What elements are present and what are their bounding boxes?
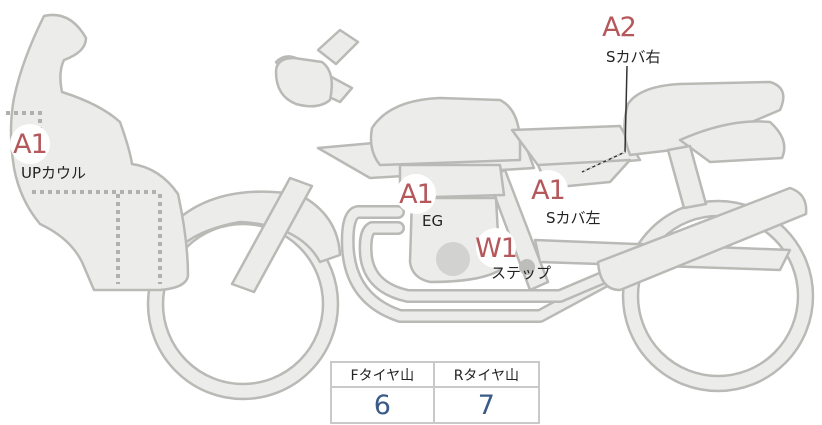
front-tire-header: Fタイヤ山 bbox=[330, 361, 435, 388]
rear-tire-value: 7 bbox=[432, 386, 541, 424]
handle-grip bbox=[316, 28, 360, 66]
step-peg bbox=[519, 259, 535, 275]
marker-label-step: ステップ bbox=[491, 264, 552, 282]
headlight bbox=[274, 56, 333, 108]
rear-shock bbox=[666, 144, 708, 210]
tire-table-header-row: Fタイヤ山 Rタイヤ山 bbox=[330, 361, 541, 388]
front-fork bbox=[230, 176, 314, 294]
marker-badge-engine: A1 bbox=[396, 174, 436, 214]
marker-label-side-cover-left: Sカバ左 bbox=[546, 209, 601, 227]
marker-label-engine: EG bbox=[422, 212, 444, 230]
tail-cowl bbox=[678, 120, 786, 164]
seat-base bbox=[510, 124, 642, 170]
engine-cover bbox=[436, 242, 470, 276]
marker-badge-side-cover-right: A2 bbox=[599, 7, 639, 47]
tire-table-value-row: 6 7 bbox=[330, 386, 541, 424]
fuel-tank bbox=[369, 96, 522, 167]
marker-badge-side-cover-left: A1 bbox=[528, 170, 568, 210]
marker-badge-step: W1 bbox=[475, 228, 518, 268]
marker-label-side-cover-right: Sカバ右 bbox=[606, 48, 661, 66]
marker-badge-upper-cowl: A1 bbox=[10, 124, 50, 164]
tire-tread-table: Fタイヤ山 Rタイヤ山 6 7 bbox=[330, 361, 541, 424]
marker-label-upper-cowl: UPカウル bbox=[21, 164, 87, 182]
rear-tire-header: Rタイヤ山 bbox=[432, 361, 541, 388]
muffler bbox=[596, 186, 808, 292]
upper-cowl bbox=[9, 13, 190, 292]
front-tire-value: 6 bbox=[330, 386, 435, 424]
